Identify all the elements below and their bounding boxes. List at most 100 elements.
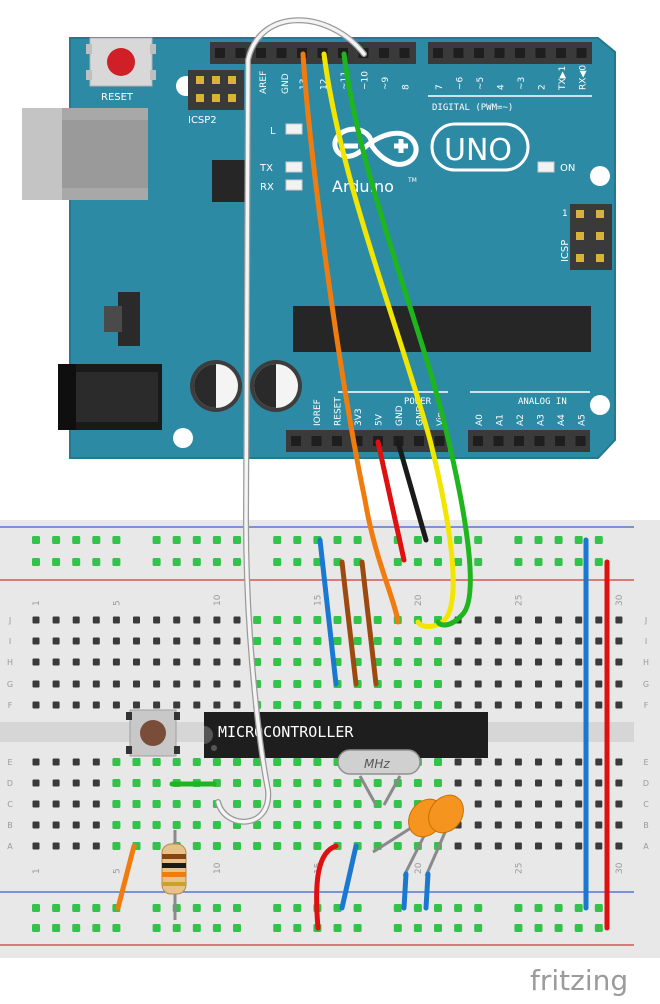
pin-label: ~9	[381, 76, 391, 90]
terminal-hole	[555, 842, 563, 850]
terminal-hole	[555, 800, 563, 808]
rail-hole	[413, 536, 422, 544]
wire-orange-short[interactable]	[115, 843, 137, 911]
connected-hole	[152, 779, 161, 787]
usb-connector	[22, 108, 148, 200]
rail-hole	[293, 924, 302, 932]
connected-hole	[273, 616, 282, 624]
connected-hole	[112, 779, 121, 787]
pin-label: ~5	[476, 77, 486, 90]
connected-hole	[152, 821, 161, 829]
connected-hole	[434, 637, 442, 645]
mounting-hole	[173, 428, 193, 448]
wire-black-gnd[interactable]	[395, 439, 429, 543]
header-socket	[575, 436, 586, 446]
connected-hole	[373, 637, 382, 645]
rail-hole	[574, 536, 583, 544]
terminal-hole	[52, 842, 60, 850]
wire-blue-cap[interactable]	[423, 871, 431, 911]
wire-green[interactable]	[341, 51, 473, 628]
terminal-hole	[595, 616, 603, 624]
terminal-hole	[193, 616, 201, 624]
terminal-hole	[454, 779, 462, 787]
wire-blue[interactable]	[317, 537, 339, 687]
rail-hole	[474, 558, 483, 566]
column-number: 5	[112, 868, 122, 874]
terminal-hole	[213, 637, 221, 645]
wire-yellow[interactable]	[321, 51, 456, 629]
rail-hole	[574, 558, 583, 566]
terminal-hole	[454, 701, 462, 709]
terminal-hole	[92, 821, 100, 829]
connected-hole	[393, 658, 402, 666]
crystal-label: MHz	[364, 757, 390, 771]
led-tx	[285, 161, 303, 173]
rail-hole	[172, 558, 181, 566]
mounting-hole	[590, 166, 610, 186]
wire-blue-cap[interactable]	[401, 871, 409, 911]
terminal-hole	[233, 680, 241, 688]
wire-red-bottom[interactable]	[314, 843, 339, 931]
terminal-hole	[72, 658, 80, 666]
rail-hole	[52, 558, 61, 566]
terminal-hole	[535, 821, 542, 829]
connected-hole	[152, 758, 161, 766]
connected-hole	[233, 800, 241, 808]
voltage-regulator	[104, 292, 140, 346]
wire-brown[interactable]	[339, 559, 359, 687]
connected-hole	[353, 800, 362, 808]
row-letter: J	[644, 616, 647, 625]
terminal-hole	[555, 616, 563, 624]
terminal-hole	[32, 680, 40, 688]
column-number: 1	[32, 600, 42, 606]
header-socket	[433, 48, 443, 58]
terminal-hole	[52, 658, 60, 666]
push-button[interactable]	[126, 709, 180, 757]
terminal-hole	[133, 701, 140, 709]
terminal-hole	[615, 680, 623, 688]
connected-hole	[313, 701, 322, 709]
connected-hole	[333, 800, 342, 808]
terminal-hole	[454, 637, 462, 645]
terminal-hole	[72, 821, 80, 829]
connected-hole	[413, 779, 422, 787]
rail-hole	[192, 558, 201, 566]
reset-button[interactable]	[86, 37, 156, 87]
terminal-hole	[193, 701, 201, 709]
connected-hole	[373, 701, 382, 709]
wire-red-5v[interactable]	[375, 439, 407, 563]
terminal-hole	[535, 800, 542, 808]
header-socket	[534, 436, 545, 446]
terminal-hole	[153, 701, 161, 709]
rail-hole	[554, 536, 563, 544]
rail-hole	[32, 924, 40, 932]
connected-hole	[413, 658, 422, 666]
header-socket	[576, 48, 587, 58]
row-letter: H	[7, 658, 13, 667]
connected-hole	[413, 637, 422, 645]
connected-hole	[353, 779, 362, 787]
wire-blue-bottom[interactable]	[339, 843, 359, 911]
terminal-hole	[193, 658, 201, 666]
icsp-pin1-label: 1	[562, 209, 568, 219]
led-rx	[285, 179, 303, 191]
terminal-hole	[112, 637, 120, 645]
terminal-hole	[32, 758, 40, 766]
terminal-hole	[233, 637, 241, 645]
header-socket	[556, 48, 566, 58]
header-socket	[256, 48, 266, 58]
terminal-hole	[595, 701, 603, 709]
terminal-hole	[514, 821, 522, 829]
terminal-hole	[474, 821, 482, 829]
rail-hole	[393, 558, 402, 566]
connected-hole	[353, 637, 362, 645]
terminal-hole	[595, 680, 603, 688]
arduino-brand: Arduino	[332, 177, 394, 196]
rail-hole	[92, 924, 101, 932]
pin-label: A1	[496, 414, 506, 426]
column-number: 25	[514, 863, 524, 874]
wire-brown[interactable]	[359, 559, 379, 687]
wire-orange[interactable]	[300, 51, 401, 625]
header-socket	[514, 436, 524, 446]
rail-hole	[233, 558, 241, 566]
